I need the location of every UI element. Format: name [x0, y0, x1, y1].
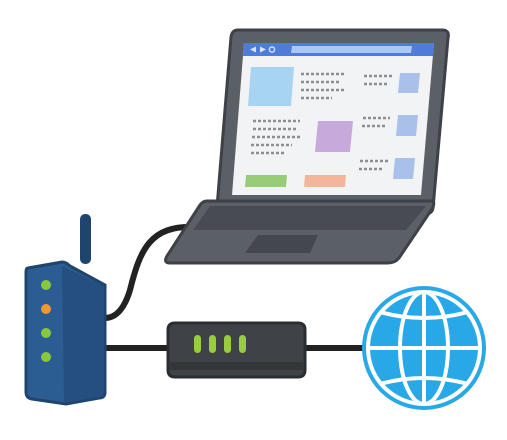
- router-antenna: [80, 214, 91, 264]
- router-side: [62, 266, 104, 403]
- modem-led-2: [209, 335, 216, 353]
- modem-led-4: [239, 335, 246, 353]
- laptop-router-cable: [102, 223, 198, 321]
- cables: [102, 223, 371, 351]
- laptop-icon: [164, 28, 450, 265]
- modem-stripe: [170, 362, 303, 370]
- tile-blue: [248, 67, 294, 106]
- modem-led-1: [194, 335, 201, 353]
- modem-led-3: [224, 335, 231, 353]
- wifi-router-icon: [24, 214, 107, 406]
- laptop-trackpad: [245, 235, 318, 253]
- tile-side-1: [398, 73, 420, 93]
- tile-orange: [304, 175, 346, 187]
- tile-side-3: [393, 158, 415, 179]
- tile-purple: [315, 121, 353, 152]
- router-led-2: [41, 304, 51, 314]
- router-led-4: [41, 352, 51, 362]
- reload-icon: [268, 46, 276, 53]
- globe-internet-icon: [362, 286, 486, 410]
- globe-grid: [366, 290, 482, 406]
- tile-green: [245, 175, 287, 187]
- text-lines: [251, 72, 392, 171]
- router-led-1: [41, 280, 51, 290]
- back-arrow-icon: [250, 46, 256, 53]
- forward-arrow-icon: [260, 46, 266, 53]
- modem-icon: [166, 321, 307, 379]
- tile-side-2: [396, 115, 418, 136]
- laptop-keyboard: [193, 206, 426, 230]
- address-bar: [291, 46, 412, 53]
- router-led-3: [41, 328, 51, 338]
